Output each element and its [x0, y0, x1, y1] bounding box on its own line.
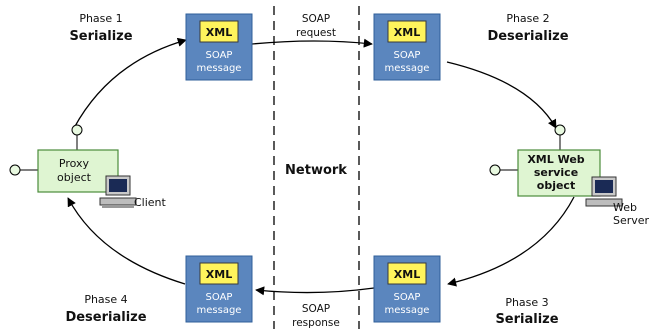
service-line2: service — [534, 166, 578, 179]
message-line2: message — [197, 63, 242, 74]
phase-1-number: Phase 1 — [79, 12, 122, 25]
interface-connector-icon — [71, 124, 83, 136]
response-line1: SOAP — [302, 303, 330, 315]
phase-2-name: Deserialize — [487, 29, 568, 44]
interface-connector-icon — [489, 164, 501, 176]
soap-message-phase-4: XML SOAP message — [185, 255, 253, 323]
message-line2: message — [385, 305, 430, 316]
arrow-msg2-to-service — [446, 61, 557, 129]
phase-3-number: Phase 3 — [505, 296, 548, 309]
message-line1: SOAP — [394, 50, 421, 61]
message-line2: message — [385, 63, 430, 74]
server-line1: Web — [613, 201, 637, 214]
phase-4-number: Phase 4 — [84, 293, 127, 306]
message-line1: SOAP — [394, 292, 421, 303]
proxy-object: Proxy object — [9, 124, 119, 193]
message-line2: message — [197, 305, 242, 316]
xml-label: XML — [206, 268, 232, 281]
client-label: Client — [134, 196, 167, 209]
arrow-request — [251, 38, 373, 48]
soap-message-phase-3: XML SOAP message — [373, 255, 441, 323]
xml-label: XML — [394, 26, 420, 39]
arrow-service-to-msg3 — [447, 196, 575, 287]
phase-3-name: Serialize — [495, 312, 558, 327]
interface-connector-icon — [554, 124, 566, 136]
phase-1-name: Serialize — [69, 29, 132, 44]
network-label: Network — [285, 163, 347, 178]
service-line3: object — [537, 179, 575, 192]
service-line1: XML Web — [527, 153, 584, 166]
response-line2: response — [292, 317, 340, 329]
interface-connector-icon — [9, 164, 21, 176]
phase-4-name: Deserialize — [65, 310, 146, 325]
client-computer-icon — [99, 175, 137, 208]
xml-label: XML — [394, 268, 420, 281]
phase-2-number: Phase 2 — [506, 12, 549, 25]
arrow-response — [255, 286, 375, 296]
proxy-line2: object — [57, 171, 92, 184]
xml-label: XML — [206, 26, 232, 39]
server-computer-icon — [585, 176, 623, 207]
message-line1: SOAP — [206, 292, 233, 303]
soap-message-phase-2: XML SOAP message — [373, 13, 441, 81]
request-line1: SOAP — [302, 13, 330, 25]
soap-message-phase-1: XML SOAP message — [185, 13, 253, 81]
proxy-line1: Proxy — [59, 157, 90, 170]
server-line2: Server — [613, 214, 650, 227]
web-service-object: XML Web service object — [489, 124, 601, 197]
message-line1: SOAP — [206, 50, 233, 61]
arrow-msg4-to-proxy — [67, 197, 186, 285]
request-line2: request — [296, 27, 336, 39]
arrow-proxy-to-msg1 — [73, 37, 187, 129]
